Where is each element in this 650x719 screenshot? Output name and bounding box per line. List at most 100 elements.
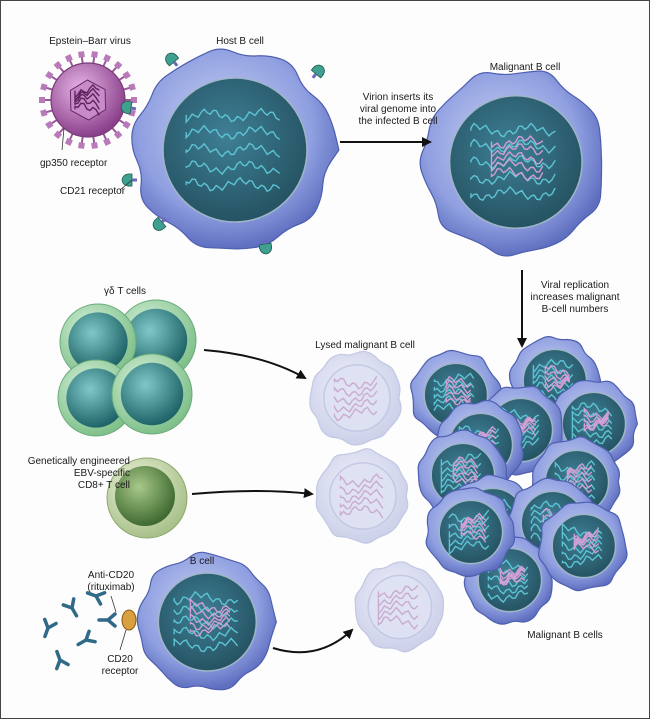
gd-t-cell	[59, 303, 137, 381]
cd8-nucleus	[115, 466, 175, 526]
receptor-stem	[161, 217, 167, 224]
cd20-pointer	[119, 629, 127, 651]
t-cell-nucleus	[120, 362, 184, 426]
receptor-stem	[311, 73, 318, 79]
dna-strand	[377, 585, 419, 630]
gp350-tip	[131, 97, 137, 103]
viral-replication-line-1: Viral replication	[540, 280, 610, 291]
cd21-receptor	[165, 52, 180, 67]
cd20-line-2: receptor	[101, 666, 139, 677]
viral-dna-strand	[510, 416, 536, 438]
cd21-pointer	[119, 179, 133, 191]
lysed-cell-label: Lysed malignant B cell	[315, 340, 415, 351]
cell-nucleus	[448, 95, 583, 229]
epstein-barr-virus	[38, 51, 137, 151]
antibody-shape	[85, 591, 107, 606]
engineered-line-1: Genetically engineered	[27, 456, 130, 467]
malignant-b-cells-label: Malignant B cells	[527, 630, 603, 641]
gd-t-cells-label: γδ T cells	[103, 286, 147, 297]
viral-replication-label: Viral replication increases malignant B-…	[520, 280, 630, 316]
virus-genome	[74, 83, 100, 116]
engineered-line-3: CD8+ T cell	[77, 480, 130, 491]
lysed-malignant-b-cell	[354, 561, 444, 653]
malignant-b-cell-cluster-member	[538, 501, 628, 592]
anti-cd20-antibody-bound	[97, 612, 117, 628]
gp350-tip	[78, 142, 85, 149]
rituximab-target-b-cell	[136, 551, 277, 691]
virion-step-label: Virion inserts its viral genome into the…	[338, 92, 458, 128]
cd21-receptor	[310, 64, 325, 79]
cd20-receptor	[119, 609, 137, 651]
engineered-t-cell-label: Genetically engineered EBV-specific CD8+…	[10, 456, 130, 492]
dna-strand	[470, 122, 556, 202]
viral-dna-strand	[490, 135, 544, 182]
gp350-tip	[45, 120, 54, 130]
lysed-malignant-b-cell	[315, 448, 409, 544]
malignant-b-cell-label: Malignant B cell	[489, 62, 561, 73]
gp350-tip	[128, 83, 136, 91]
anti-cd20-pointer	[110, 595, 117, 613]
viral-dna-strand	[189, 597, 231, 637]
virion-step-line-1: Virion inserts its	[362, 92, 434, 103]
ebv-label: Epstein–Barr virus	[49, 36, 131, 47]
cd21-receptor	[152, 216, 167, 231]
gp350-tip	[103, 137, 112, 146]
cell-nucleus	[162, 77, 308, 223]
viral-dna-strand	[452, 456, 478, 487]
cell-nucleus	[367, 574, 433, 640]
cell-nucleus	[323, 364, 391, 432]
malignant-b-cell-cluster-member	[425, 487, 516, 578]
cd21-label: CD21 receptor	[60, 186, 126, 197]
cd20-receptor-body	[121, 609, 137, 631]
malignant-b-cell	[419, 70, 603, 257]
gp350-tip	[40, 83, 48, 91]
cd21-receptor	[258, 238, 273, 255]
host-b-cell	[131, 48, 340, 250]
arrow-gd-t-cell-lysis	[203, 349, 307, 379]
viral-dna-strand	[583, 406, 609, 433]
engineered-line-2: EBV-specific	[73, 468, 130, 479]
gp350-tip	[64, 54, 73, 63]
receptor-head	[152, 216, 167, 231]
gp350-tip	[103, 54, 112, 63]
gp350-tip	[64, 137, 73, 146]
t-cell-nucleus	[66, 368, 126, 428]
gp350-tip	[122, 120, 131, 130]
receptor-stem	[130, 106, 137, 111]
arrow-rituximab-lysis	[272, 628, 354, 654]
antibody-shape	[61, 597, 79, 618]
gp350-tip	[91, 51, 98, 58]
host-b-cell-label: Host B cell	[216, 36, 264, 47]
anti-cd20-line-2: (rituximab)	[87, 582, 135, 593]
viral-dna-strand	[470, 425, 496, 453]
gp350-tip	[53, 130, 63, 139]
viral-dna-strand	[566, 462, 592, 494]
gp350-tip	[40, 109, 48, 117]
anti-cd20-antibody	[55, 649, 70, 671]
dna-strand	[339, 473, 384, 519]
antibody-shape	[55, 649, 70, 671]
receptor-head	[310, 64, 325, 79]
gp350-tip	[91, 142, 98, 149]
cd21-receptor	[120, 100, 137, 115]
anti-cd20-antibody	[85, 591, 107, 606]
cd20-label: CD20 receptor	[90, 654, 150, 678]
receptor-head	[120, 100, 133, 115]
viral-dna-strand	[445, 375, 471, 406]
lysed-malignant-b-cell	[309, 350, 402, 446]
arrow-cd8-lysis	[191, 488, 314, 499]
engineered-cd8-t-cell	[106, 457, 188, 539]
anti-cd20-antibody	[61, 597, 79, 618]
anti-cd20-line-1: Anti-CD20	[87, 570, 135, 581]
antibody-shape	[43, 617, 58, 639]
gp350-label: gp350 receptor	[40, 158, 108, 169]
gp350-tip	[38, 96, 46, 104]
receptor-head	[258, 242, 273, 255]
antibody-shape	[76, 629, 97, 647]
dna-strand	[185, 107, 280, 193]
anti-cd20-antibody	[76, 629, 97, 647]
dna-strand	[440, 453, 482, 498]
viral-dna-strand	[460, 512, 486, 543]
gp350-tip	[113, 61, 123, 70]
